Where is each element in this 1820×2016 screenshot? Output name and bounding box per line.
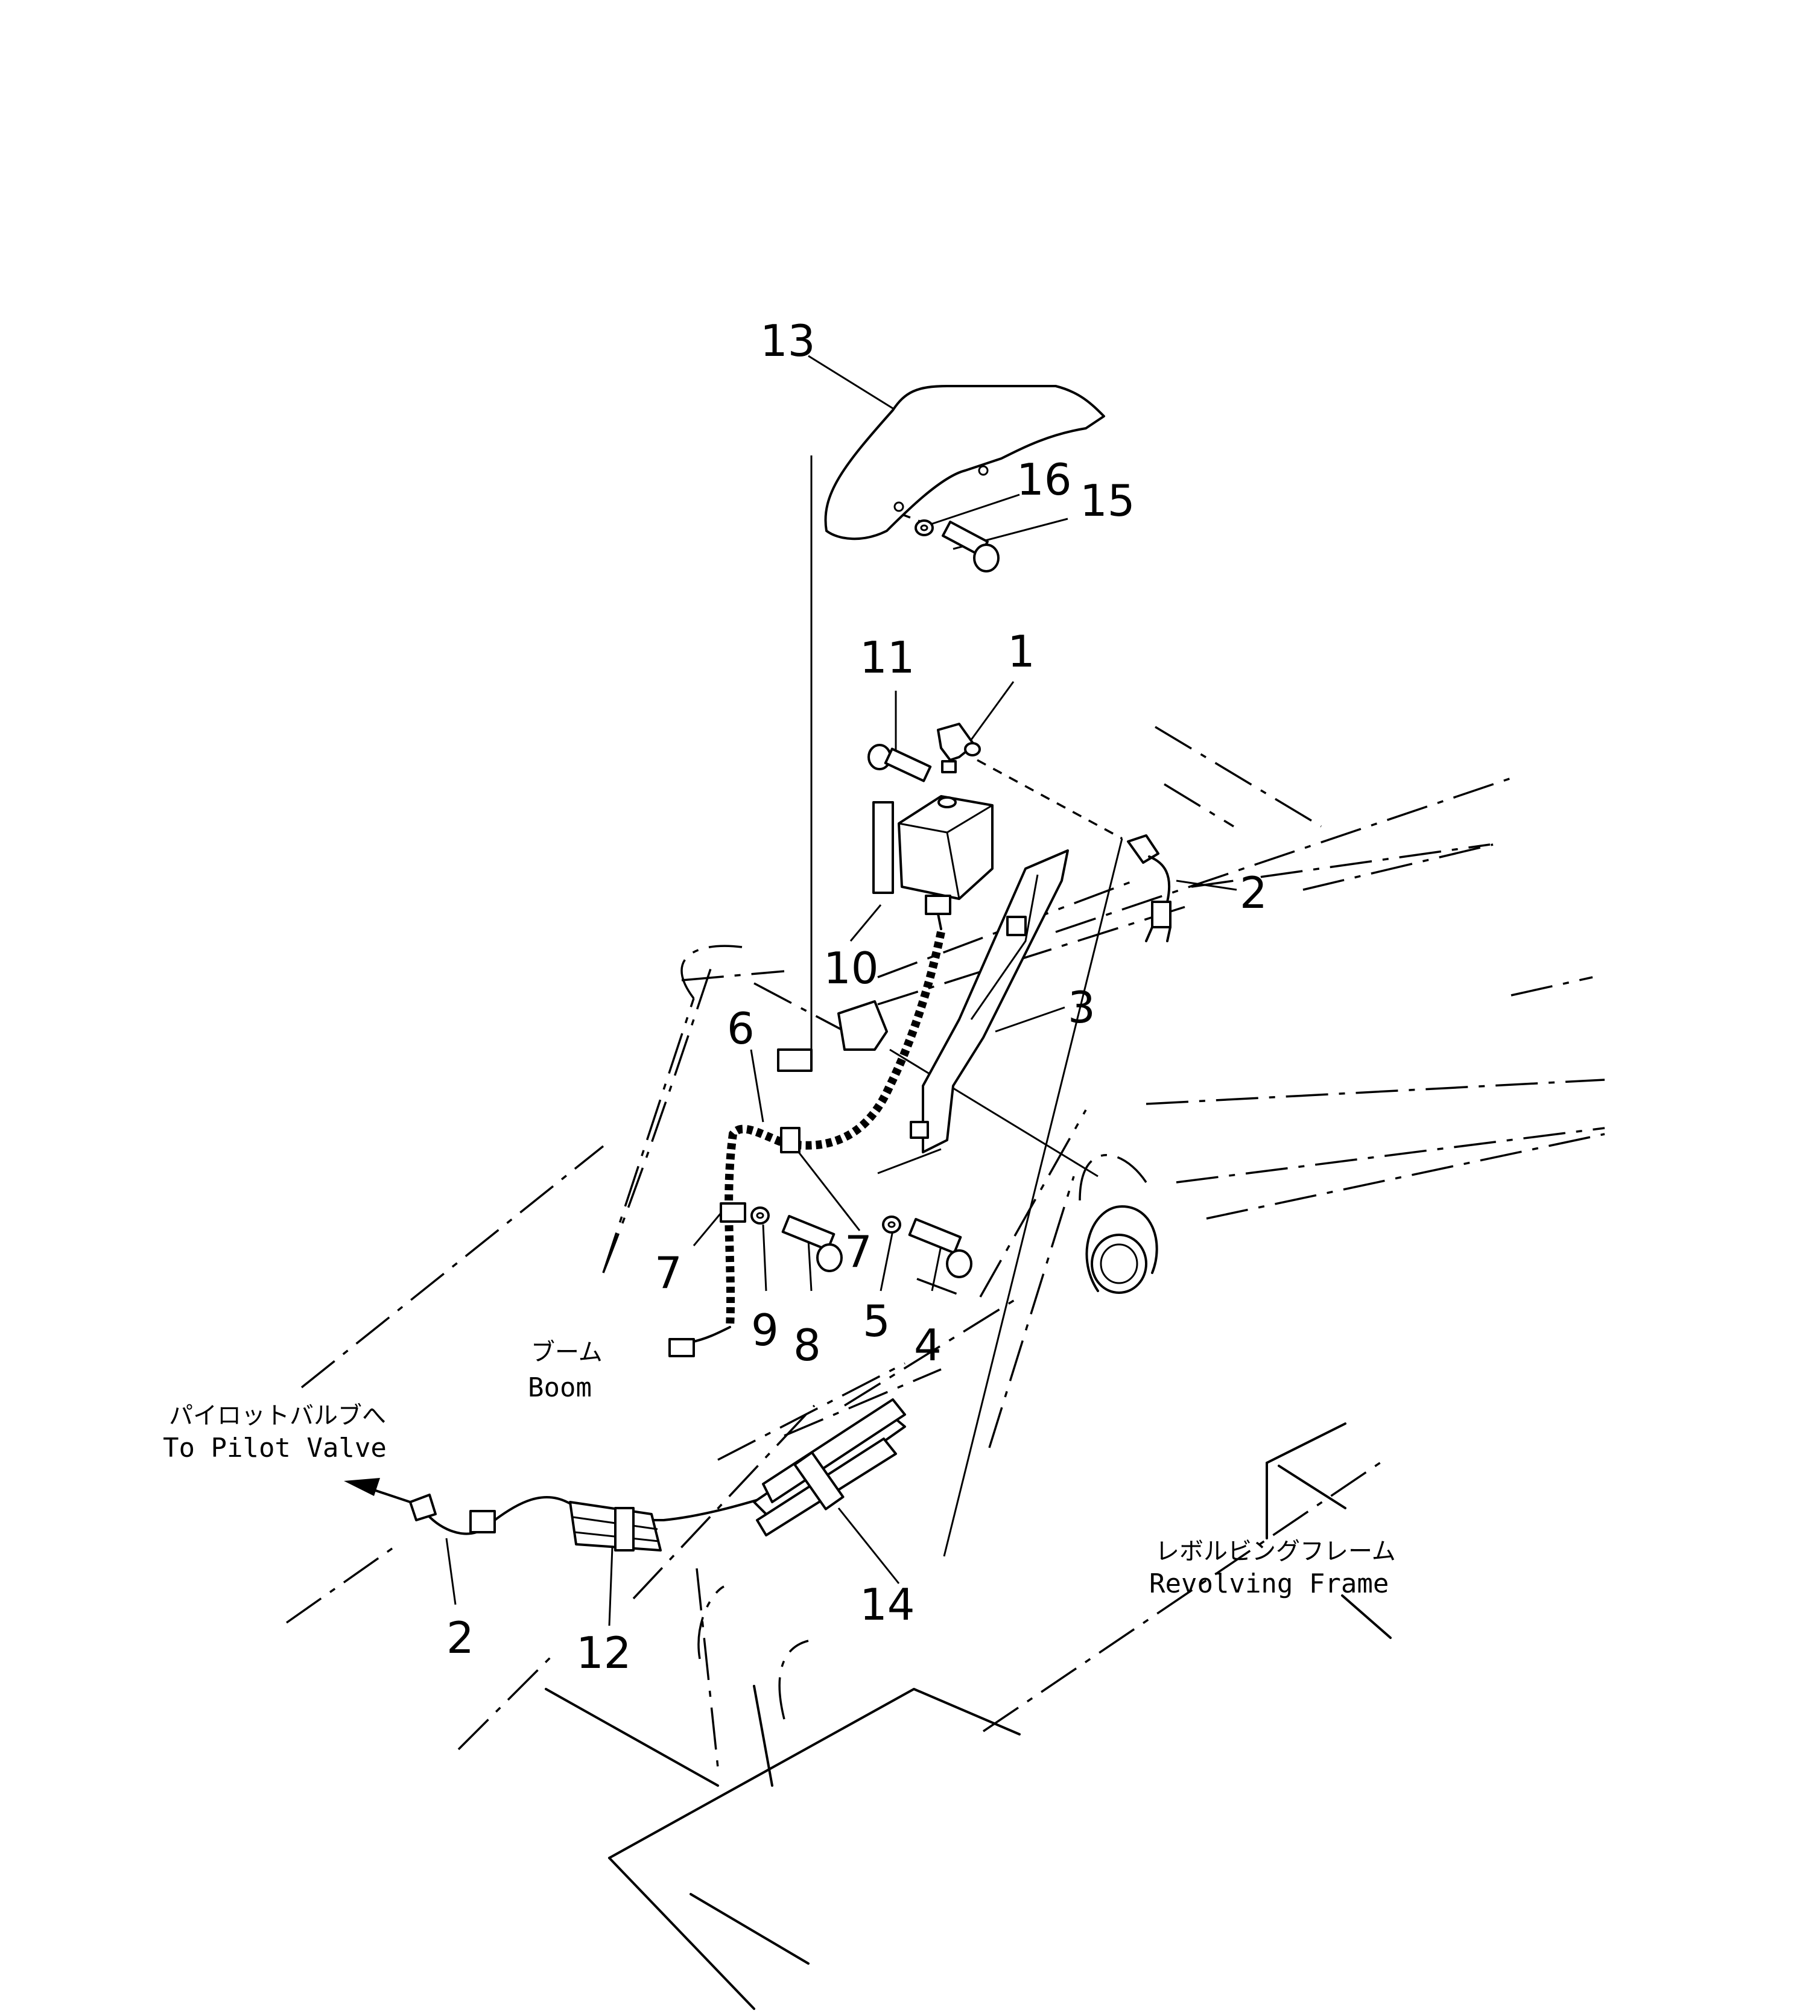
arrow-to-pilot-valve	[344, 1478, 411, 1503]
part-label-11: 11	[860, 632, 915, 683]
part-label-4: 4	[914, 1320, 942, 1371]
cover-plate	[824, 385, 1105, 540]
part-label-13: 14	[860, 1579, 915, 1630]
part-label-2-upper: 2	[1240, 867, 1267, 918]
leader-lines	[445, 355, 1237, 1626]
part-label-3: 3	[1068, 982, 1095, 1033]
pilot-valve-label-en: To Pilot Valve	[163, 1433, 387, 1463]
hose-upper	[1127, 834, 1172, 942]
wiring-harness	[668, 931, 945, 1357]
harness-clamp	[720, 1127, 801, 1223]
valve-bolt	[867, 744, 932, 782]
part-label-10: 10	[823, 943, 879, 994]
bolt-and-washer-left	[750, 1206, 843, 1272]
part-label-8: 8	[793, 1320, 821, 1371]
part-label-7-left: 7	[655, 1247, 682, 1298]
revolving-frame	[545, 1422, 1392, 2010]
boom-pin	[1085, 1205, 1158, 1294]
solenoid-valve	[872, 795, 994, 930]
revolving-frame-label-jp: レボルビングフレーム	[1155, 1538, 1396, 1565]
cover-bolt	[941, 521, 1000, 572]
part-label-15: 15	[1080, 475, 1135, 526]
boom-label-jp: ブーム	[531, 1339, 603, 1366]
part-labels: 13 16 15 11 1 2 10 3 6 7 7 9 8 5 4 2 12 …	[446, 315, 1267, 1678]
part-label-2-lower: 2	[446, 1612, 474, 1663]
pilot-valve-label-jp: パイロットバルブへ	[169, 1402, 386, 1430]
boom-label-en: Boom	[528, 1372, 592, 1403]
part-label-5: 5	[863, 1296, 890, 1346]
elbow-fitting	[937, 723, 981, 773]
part-label-6: 6	[727, 1003, 755, 1054]
hose-clamp-bundle	[753, 1398, 906, 1536]
bolt-and-washer-right	[882, 1216, 972, 1278]
bracket	[910, 849, 1069, 1153]
washer	[915, 519, 934, 536]
boom-outline	[285, 726, 1605, 1768]
annotations: ブーム Boom パイロットバルブへ To Pilot Valve レボルビング…	[163, 1339, 1396, 1599]
part-label-12: 12	[576, 1628, 632, 1678]
part-label-14: 13	[760, 315, 816, 366]
part-label-16: 16	[1016, 454, 1072, 505]
part-label-9: 9	[751, 1305, 779, 1355]
mount-bracket	[777, 1000, 888, 1072]
hose-clamp-lower	[569, 1501, 662, 1552]
revolving-frame-label-en: Revolving Frame	[1149, 1568, 1389, 1599]
part-label-7-right: 7	[845, 1226, 872, 1277]
part-label-1: 1	[1007, 626, 1035, 677]
